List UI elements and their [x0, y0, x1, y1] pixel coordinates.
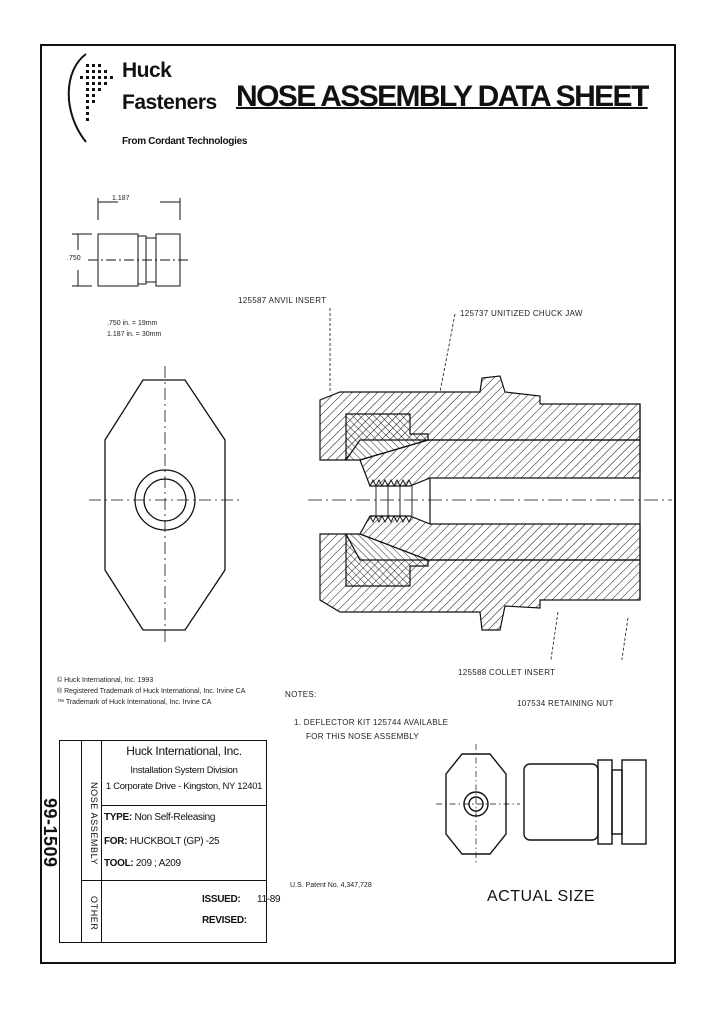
huck-logo-icon — [67, 53, 113, 143]
notes-heading: NOTES: — [285, 690, 317, 699]
title-block-divider — [81, 740, 82, 943]
callout-anvil-insert: 125587 ANVIL INSERT — [238, 296, 327, 305]
dim-conv-1: .750 in. = 19mm — [107, 320, 158, 327]
company-address: 1 Corporate Drive - Kingston, NY 12401 — [105, 781, 263, 792]
category-label: NOSE ASSEMBLY — [89, 782, 99, 866]
dim-conv-2: 1.187 in. = 30mm — [107, 331, 162, 338]
dim-height-label: .750 — [67, 255, 81, 262]
callout-retaining-nut: 107534 RETAINING NUT — [517, 699, 614, 708]
logo-line1: Huck — [122, 59, 172, 82]
note-1-line-2: FOR THIS NOSE ASSEMBLY — [306, 732, 419, 741]
other-label: OTHER — [89, 896, 99, 931]
tool-label: TOOL: — [104, 858, 134, 869]
actual-size-drawings — [436, 744, 647, 864]
sheet-border — [40, 44, 676, 964]
logo-line2: Fasteners — [122, 91, 217, 114]
title-block-divider — [81, 880, 267, 881]
nose-assembly-section-drawing — [308, 308, 672, 660]
page-title: NOSE ASSEMBLY DATA SHEET — [236, 80, 649, 113]
patent-number: U.S. Patent No. 4,347,728 — [290, 882, 372, 889]
title-block-divider — [101, 805, 267, 806]
title-block-divider — [101, 740, 102, 943]
actual-size-label: ACTUAL SIZE — [487, 888, 596, 905]
note-1-line-1: 1. DEFLECTOR KIT 125744 AVAILABLE — [294, 718, 449, 727]
end-view-drawing — [89, 366, 241, 644]
for-label: FOR: — [104, 836, 128, 847]
trademark-line-2: ® Registered Trademark of Huck Internati… — [57, 688, 246, 695]
company-name: Huck International, Inc. — [126, 744, 242, 758]
dimension-drawing — [72, 198, 188, 287]
tool-value: 209 ; A209 — [135, 858, 181, 869]
dim-width-label: 1.187 — [112, 195, 130, 202]
logo-subtitle: From Cordant Technologies — [122, 136, 248, 147]
trademark-line-3: ™ Trademark of Huck International, Inc. … — [57, 699, 212, 706]
callout-chuck-jaw: 125737 UNITIZED CHUCK JAW — [460, 309, 583, 318]
for-value: HUCKBOLT (GP) -25 — [129, 836, 220, 847]
issued-value: 11-89 — [256, 894, 281, 905]
issued-label: ISSUED: — [202, 894, 241, 905]
type-label: TYPE: — [104, 812, 132, 823]
revised-label: REVISED: — [202, 915, 247, 926]
title-block — [59, 740, 267, 943]
company-division: Installation System Division — [130, 765, 238, 776]
callout-collet-insert: 125588 COLLET INSERT — [458, 668, 556, 677]
part-number: 99-1509 — [40, 798, 60, 868]
trademark-line-1: © Huck International, Inc. 1993 — [57, 677, 154, 684]
type-value: Non Self-Releasing — [134, 812, 216, 823]
